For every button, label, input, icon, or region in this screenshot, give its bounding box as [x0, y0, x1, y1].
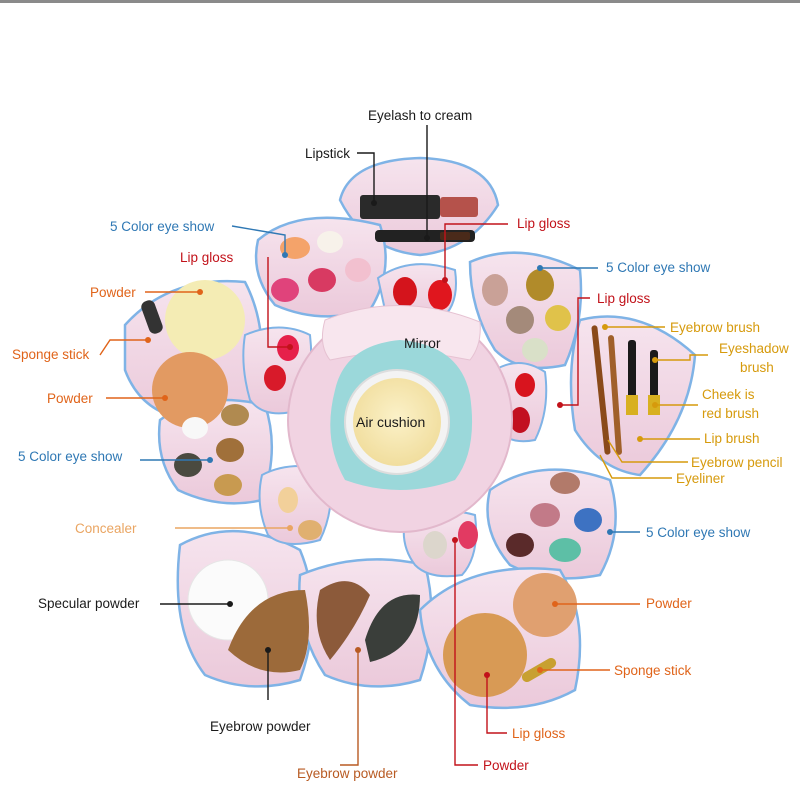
label-lip-gloss-right: Lip gloss: [597, 291, 651, 306]
label-powder-left-top: Powder: [90, 285, 136, 300]
label-lip-gloss-bottom: Lip gloss: [512, 726, 566, 741]
line-lipgloss-r: [560, 297, 590, 406]
label-powder-left-bottom: Powder: [47, 391, 93, 406]
brush-items: [591, 325, 660, 455]
label-eyebrow-powder-brown: Eyebrow powder: [297, 766, 398, 781]
label-sponge-stick-right: Sponge stick: [614, 663, 692, 678]
label-eye-show-right: 5 Color eye show: [606, 260, 711, 275]
label-eyebrow-pencil: Eyebrow pencil: [691, 455, 783, 470]
powder-left-pans: [141, 280, 245, 428]
mirror-label: Mirror: [404, 335, 441, 351]
line-eyeliner: [599, 454, 672, 479]
label-specular-powder: Specular powder: [38, 596, 140, 611]
line-eyeshow-tl: [231, 225, 286, 255]
eyeshadow-right-pans: [482, 269, 571, 362]
eyebrow-powder-pans: [316, 581, 420, 662]
line-powder-b: [454, 540, 478, 766]
top-border: [0, 0, 800, 3]
label-eye-show-left: 5 Color eye show: [18, 449, 123, 464]
powder-right-pans: [443, 573, 577, 697]
label-eyebrow-powder-black: Eyebrow powder: [210, 719, 311, 734]
label-eye-show-top-left: 5 Color eye show: [110, 219, 215, 234]
label-eyebrow-brush: Eyebrow brush: [670, 320, 761, 335]
label-eyeshadow-brush-1: Eyeshadow: [719, 341, 789, 356]
center-piece: [287, 305, 513, 533]
label-sponge-stick-left: Sponge stick: [12, 347, 90, 362]
leader-dots: [145, 200, 658, 678]
label-lip-gloss-left: Lip gloss: [180, 250, 234, 265]
label-lip-brush: Lip brush: [704, 431, 760, 446]
line-lipstick: [357, 152, 375, 203]
line-lipgloss-b: [486, 675, 507, 734]
label-cheek-1: Cheek is: [702, 387, 755, 402]
label-eyeliner: Eyeliner: [676, 471, 725, 486]
lip-gloss-pans: [264, 277, 535, 559]
line-eyeshadow-brush: [655, 354, 708, 361]
label-cheek-2: red brush: [702, 406, 760, 421]
label-lipstick: Lipstick: [305, 146, 351, 161]
label-eyelash-to-cream: Eyelash to cream: [368, 108, 473, 123]
label-powder-bottom: Powder: [483, 758, 529, 773]
label-concealer: Concealer: [75, 521, 137, 536]
eyeshadow-left-pans: [174, 404, 249, 496]
line-sponge-l: [99, 339, 148, 356]
eyeshadow-bottom-right-pans: [506, 472, 602, 562]
leader-lines: [99, 125, 708, 766]
line-eyebrow-brown: [340, 650, 359, 766]
line-eyebrow-pencil: [607, 439, 688, 463]
specular-pans: [187, 559, 309, 673]
air-cushion-label: Air cushion: [356, 414, 426, 430]
label-eyeshadow-brush-2: brush: [740, 360, 774, 375]
label-powder-right: Powder: [646, 596, 692, 611]
label-eye-show-bottom-right: 5 Color eye show: [646, 525, 751, 540]
line-lipgloss-l: [267, 257, 290, 348]
label-lip-gloss-top-right: Lip gloss: [517, 216, 571, 231]
line-lipgloss-tr: [444, 223, 508, 280]
